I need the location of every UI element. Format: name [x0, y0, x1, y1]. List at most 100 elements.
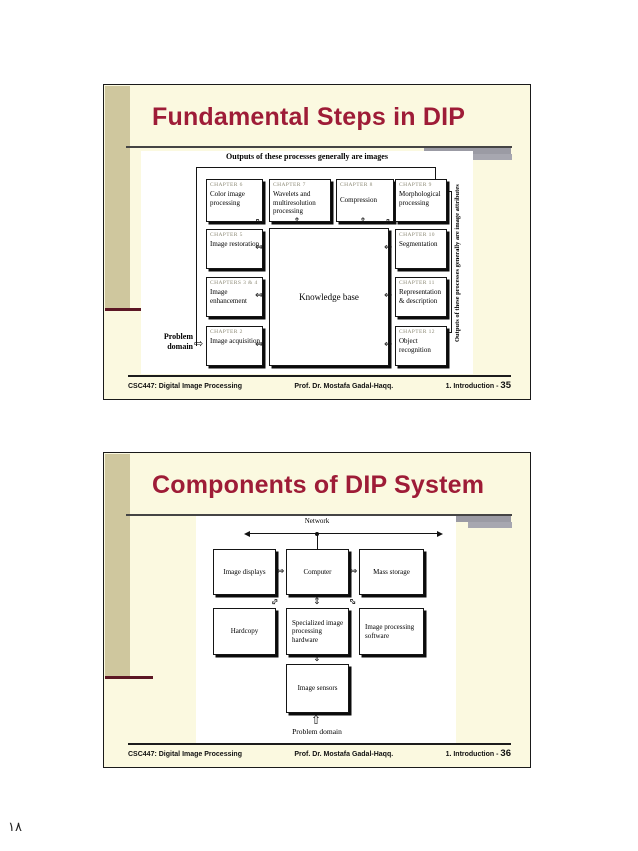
top-bracket-right-drop — [435, 167, 436, 179]
chapter-label: CHAPTERS 3 & 4 — [210, 280, 258, 286]
outputs-attributes-caption: Outputs of these processes generally are… — [454, 184, 461, 342]
box-knowledge-base: Knowledge base — [269, 228, 389, 366]
double-arrow-icon: ⇔ — [384, 339, 393, 350]
footer-rule — [128, 743, 511, 745]
box-specialized-hardware: Specialized image processing hardware — [286, 608, 349, 655]
slide-footer: CSC447: Digital Image Processing Prof. D… — [128, 380, 511, 391]
box-image-acquisition: CHAPTER 2 Image acquisition — [206, 326, 263, 366]
box-image-enhancement: CHAPTERS 3 & 4 Image enhancement — [206, 277, 263, 317]
title-rule — [126, 146, 512, 148]
box-representation: CHAPTER 11 Representation & description — [395, 277, 447, 317]
box-object-recognition: CHAPTER 12 Object recognition — [395, 326, 447, 366]
double-arrow-icon: ⇔ — [384, 290, 393, 301]
diagram-panel: Outputs of these processes generally are… — [141, 151, 473, 374]
chapter-label: CHAPTER 9 — [399, 182, 432, 188]
box-image-restoration: CHAPTER 5 Image restoration — [206, 229, 263, 269]
chapter-label: CHAPTER 6 — [210, 182, 243, 188]
chapter-label: CHAPTER 8 — [340, 182, 373, 188]
box-label: Morphological processing — [399, 190, 441, 207]
left-accent-band — [105, 86, 130, 308]
box-image-processing-software: Image processing software — [359, 608, 424, 655]
problem-domain-label: Problem domain — [292, 727, 342, 736]
footer-author: Prof. Dr. Mostafa Gadal-Haqq. — [294, 751, 394, 758]
network-drop-line — [317, 534, 318, 549]
right-arrow-icon: ⇨ — [194, 337, 204, 350]
title-gray-bar-2 — [468, 522, 512, 528]
title-rule — [126, 514, 512, 516]
footer-page-number: 35 — [500, 380, 511, 391]
left-bracket-line — [196, 167, 197, 346]
slide-title: Components of DIP System — [152, 471, 485, 499]
box-label: Image processing software — [365, 623, 415, 640]
top-bracket-line — [196, 167, 436, 168]
double-arrow-icon: ⇔ — [345, 595, 359, 609]
box-computer: Computer — [286, 549, 349, 595]
footer-page: 1. Introduction - 36 — [446, 748, 511, 759]
double-arrow-icon: ⇕ — [293, 217, 301, 227]
double-arrow-icon: ⇔ — [255, 339, 264, 350]
double-arrow-icon: ⇕ — [313, 597, 321, 607]
box-label: Image displays — [223, 567, 266, 576]
accent-band-underline — [105, 308, 153, 311]
box-wavelets: CHAPTER 7 Wavelets and multiresolution p… — [269, 179, 331, 222]
box-label: Color image processing — [210, 190, 245, 207]
box-label: Segmentation — [399, 240, 438, 248]
footer-rule — [128, 375, 511, 377]
box-image-displays: Image displays — [213, 549, 276, 595]
double-arrow-icon: ⇔ — [349, 566, 358, 577]
title-gray-bar-2 — [468, 154, 512, 160]
double-arrow-icon: ⇔ — [269, 595, 282, 609]
box-label: Image enhancement — [210, 288, 247, 305]
footer-page-number: 36 — [500, 748, 511, 759]
footer-course: CSC447: Digital Image Processing — [128, 383, 242, 390]
box-label: Hardcopy — [230, 627, 259, 636]
left-accent-band — [105, 454, 130, 676]
chapter-label: CHAPTER 5 — [210, 232, 243, 238]
box-label: Image restoration — [210, 240, 260, 248]
box-mass-storage: Mass storage — [359, 549, 424, 595]
slide-fundamental-steps: Fundamental Steps in DIP Outputs of thes… — [103, 84, 531, 400]
box-label: Image sensors — [297, 684, 338, 693]
problem-domain-label: Problem domain — [163, 332, 193, 351]
double-arrow-icon: ⇔ — [255, 290, 264, 301]
slide-title: Fundamental Steps in DIP — [152, 103, 466, 131]
box-compression: CHAPTER 8 Compression — [336, 179, 394, 222]
footer-section: 1. Introduction - — [445, 751, 499, 758]
title-gray-bar — [424, 516, 511, 522]
box-label: Object recognition — [399, 337, 431, 354]
box-image-sensors: Image sensors — [286, 664, 349, 713]
footer-course: CSC447: Digital Image Processing — [128, 751, 242, 758]
box-label: Mass storage — [373, 567, 410, 576]
chapter-label: CHAPTER 2 — [210, 329, 243, 335]
box-label: Specialized image processing hardware — [292, 618, 344, 644]
accent-band-underline — [105, 676, 153, 679]
up-arrow-icon: ⇧ — [311, 713, 322, 727]
box-hardcopy: Hardcopy — [213, 608, 276, 655]
chapter-label: CHAPTER 12 — [399, 329, 435, 335]
double-arrow-icon: ⇕ — [313, 654, 321, 664]
network-label: Network — [304, 517, 330, 525]
box-segmentation: CHAPTER 10 Segmentation — [395, 229, 447, 269]
arrowhead-right-icon — [437, 531, 443, 537]
box-morphological: CHAPTER 9 Morphological processing — [395, 179, 447, 222]
network-line — [248, 533, 439, 534]
double-arrow-icon: ⇔ — [276, 566, 285, 577]
box-label: Representation & description — [399, 288, 441, 305]
footer-page: 1. Introduction - 35 — [446, 380, 511, 391]
double-arrow-icon: ⇔ — [384, 242, 393, 253]
box-label: Wavelets and multiresolution processing — [273, 190, 316, 215]
box-label: Compression — [340, 196, 377, 204]
double-arrow-icon: ⇕ — [359, 217, 367, 227]
chapter-label: CHAPTER 7 — [273, 182, 306, 188]
arrowhead-left-icon — [244, 531, 250, 537]
box-label: Image acquisition — [210, 337, 260, 345]
knowledge-base-label: Knowledge base — [299, 292, 359, 302]
chapter-label: CHAPTER 11 — [399, 280, 435, 286]
sheet-page-number: ١٨ — [8, 820, 22, 835]
footer-author: Prof. Dr. Mostafa Gadal-Haqq. — [294, 383, 394, 390]
box-label: Computer — [303, 567, 332, 576]
slide-footer: CSC447: Digital Image Processing Prof. D… — [128, 748, 511, 759]
right-bracket — [444, 191, 452, 333]
box-color-image-processing: CHAPTER 6 Color image processing — [206, 179, 263, 222]
chapter-label: CHAPTER 10 — [399, 232, 435, 238]
